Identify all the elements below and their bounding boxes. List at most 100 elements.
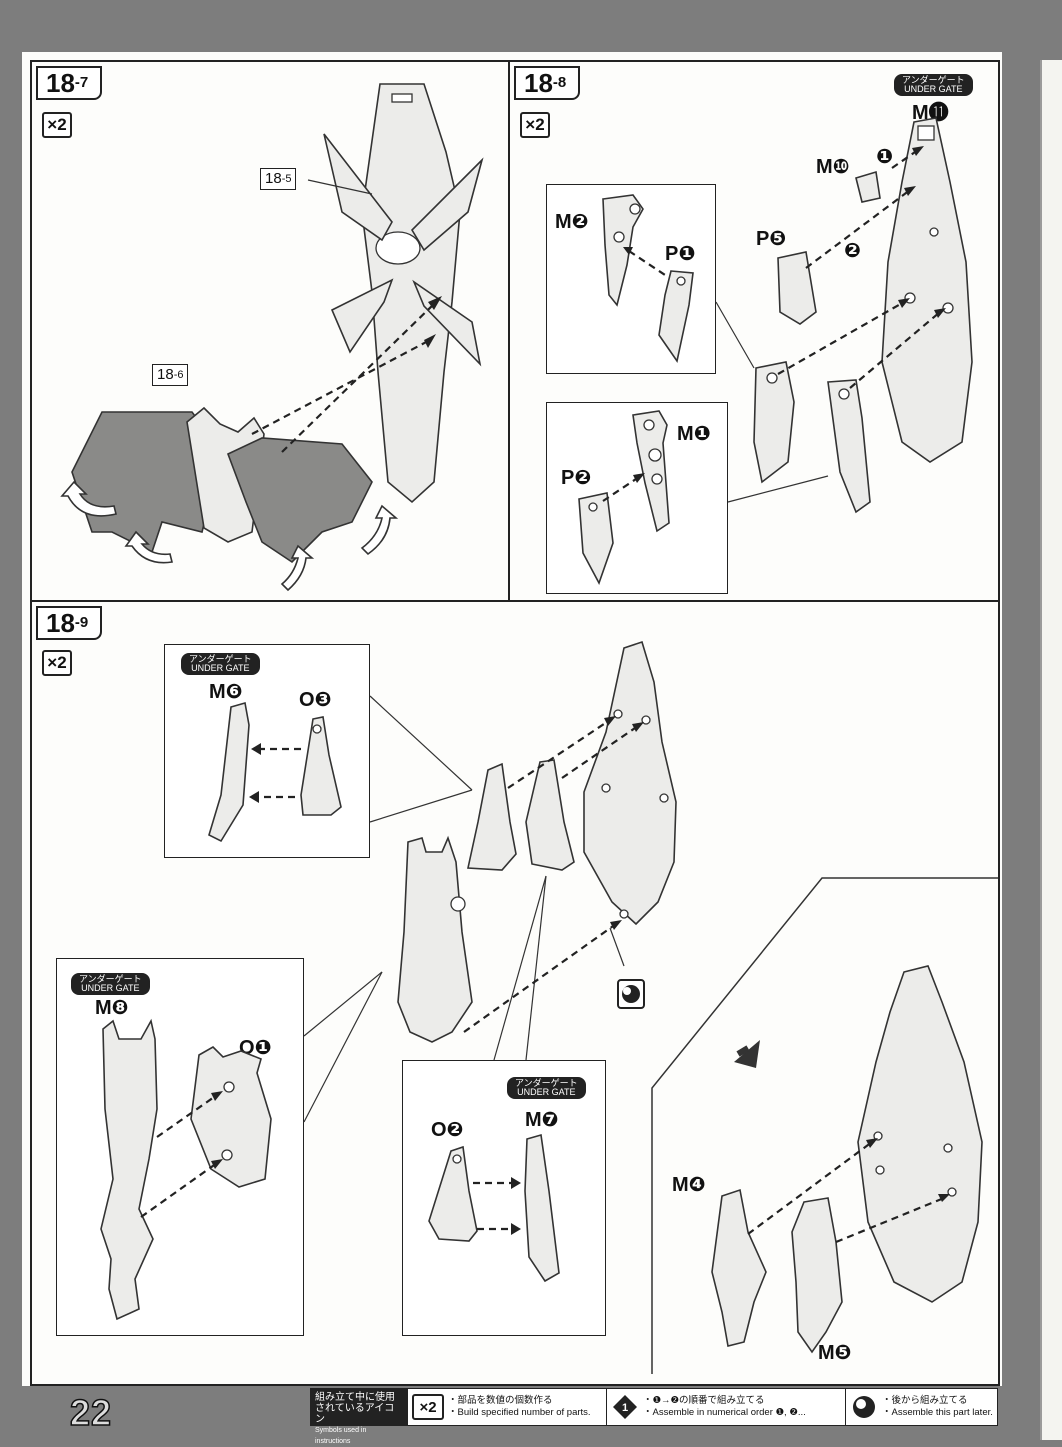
peg-hole (942, 302, 954, 314)
part-m2-assembled (753, 361, 795, 484)
arrow-head (912, 146, 924, 156)
peg-hole (629, 203, 641, 215)
assembly-arrow (507, 719, 611, 789)
adjacent-page-edge (1040, 60, 1062, 1440)
step-18-7-panel: 18-7 ×2 18-5 18-6 (30, 60, 510, 602)
part-m7 (524, 1133, 560, 1283)
peg-hole (601, 783, 611, 793)
step-18-8-drawing (715, 117, 973, 514)
legend-text-jp: ・❶→❷の順番で組み立てる (643, 1395, 765, 1406)
part-m8 (100, 1018, 158, 1321)
result-arrow-shaft (736, 1045, 750, 1057)
callout-line (715, 301, 755, 369)
inset-drawing (428, 1133, 560, 1283)
part-label-m4: M❹ (672, 1174, 706, 1196)
peg-hole (619, 909, 629, 919)
arrow-head (934, 308, 946, 318)
peg-hole (929, 227, 939, 237)
step-reference-18-5: 18-5 (260, 168, 297, 190)
arrow-head (251, 743, 261, 755)
part-m2 (602, 194, 644, 307)
callout-line (303, 971, 383, 1123)
arrow-head (424, 334, 436, 348)
assemble-later-icon (850, 1393, 878, 1421)
peg-hole (643, 419, 655, 431)
part-label-m6: M❻ (209, 681, 243, 703)
arrow-head (511, 1177, 521, 1189)
inset-m2-p1: M❷ P❶ (546, 184, 716, 374)
legend-item-order: 1 ・❶→❷の順番で組み立てる ・Assemble in numerical o… (606, 1389, 845, 1425)
peg-hole (875, 1165, 885, 1175)
order-step-2: ❷ (844, 240, 861, 262)
arrow-head (632, 722, 644, 732)
arrow-head (633, 473, 645, 483)
part-p1 (658, 270, 694, 363)
legend-item-later: ・後から組み立てる ・Assemble this part later. (845, 1389, 997, 1425)
step-reference-18-6: 18-6 (152, 364, 189, 386)
part-label-o2: O❷ (431, 1119, 464, 1141)
arrow-head (211, 1091, 223, 1101)
part-m8-o1-assembly (397, 835, 473, 1043)
part-label-m2: M❷ (555, 211, 589, 233)
assembly-arrow (561, 725, 639, 779)
gate-en: UNDER GATE (191, 663, 250, 673)
arrow-head (428, 296, 442, 310)
part-label-m7: M❼ (525, 1109, 559, 1131)
gate-en: UNDER GATE (517, 1087, 576, 1097)
legend-item-multiplier: ×2 ・部品を数値の個数作る ・Build specified number o… (407, 1389, 606, 1425)
rotate-arrow (60, 480, 117, 517)
part-label-m1: M❶ (677, 423, 711, 445)
part-label-p2: P❷ (561, 467, 592, 489)
gate-jp: アンダーゲート (515, 1078, 578, 1088)
assembly-arrow (805, 189, 911, 269)
upper-right-blade (410, 157, 484, 252)
step-number: 18 (46, 68, 75, 98)
hanger-slot (391, 93, 413, 103)
gate-jp: アンダーゲート (79, 974, 142, 984)
arrow-head (249, 791, 259, 803)
svg-text:1: 1 (622, 1402, 628, 1414)
step-18-7-tag: 18-7 (36, 66, 102, 100)
assemble-later-swirl-inner (623, 987, 631, 995)
assembly-arrow (891, 149, 919, 169)
peg-hole (613, 231, 625, 243)
peg-hole (947, 1187, 957, 1197)
arrow-head (623, 247, 633, 255)
order-number-icon: 1 (611, 1393, 639, 1421)
arrow-head (604, 716, 616, 726)
peg-hole (648, 448, 662, 462)
peg-hole (659, 793, 669, 803)
rotate-arrow (360, 504, 399, 556)
arrow-head (898, 298, 910, 308)
part-label-o3: O❸ (299, 689, 332, 711)
step-substep: -7 (74, 74, 89, 91)
callout-line (303, 971, 383, 1037)
callout-line (727, 475, 829, 503)
inset-drawing (578, 410, 670, 585)
legend-title-jp: 組み立て中に使用されているアイコン (315, 1392, 395, 1425)
assembly-arrow (628, 250, 666, 276)
assembly-arrow (602, 476, 640, 502)
step-substep: -9 (74, 614, 89, 631)
assembly-arrow (835, 1196, 945, 1244)
part-m1-assembled (827, 379, 871, 514)
legend-text-en: ・Assemble this part later. (882, 1407, 993, 1418)
result-arrow-icon (734, 1040, 760, 1068)
gate-en: UNDER GATE (904, 84, 963, 94)
rotate-arrow (124, 530, 173, 564)
gate-jp: アンダーゲート (189, 654, 252, 664)
step-number: 18 (46, 608, 75, 638)
gate-jp: アンダーゲート (902, 75, 965, 85)
step-18-9-drawing (303, 640, 998, 1374)
arrow-head (866, 1138, 878, 1148)
legend-text: ・❶→❷の順番で組み立てる ・Assemble in numerical ord… (639, 1395, 806, 1419)
part-label-m8: M❽ (95, 997, 129, 1019)
assembly-arrow (251, 339, 431, 435)
inset-m1-p2: M❶ P❷ (546, 402, 728, 594)
assembly-arrow (140, 1162, 218, 1218)
multiplier-icon: ×2 (412, 1394, 444, 1420)
part-label-m10: M❿ (816, 156, 850, 178)
arrow-head (904, 186, 916, 196)
